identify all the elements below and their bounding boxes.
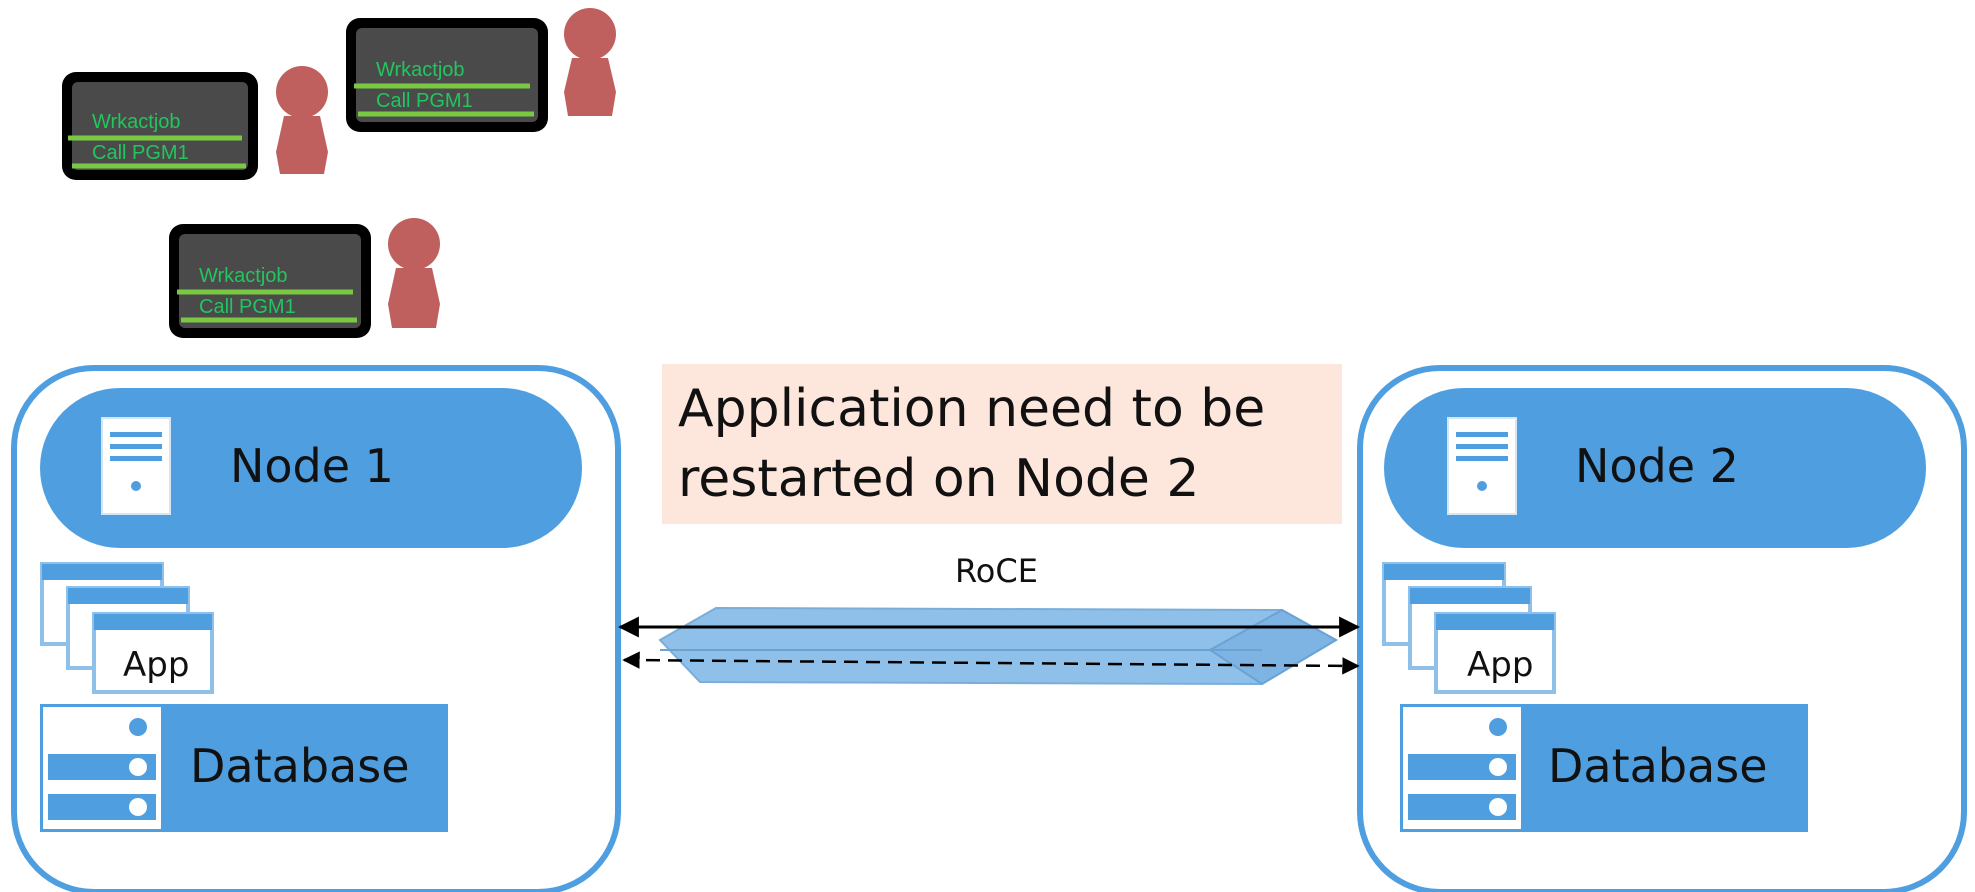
server-icon (1447, 417, 1517, 515)
note-line-2: restarted on Node 2 (678, 449, 1200, 509)
user-icon (388, 218, 440, 328)
terminal-2: Wrkactjob Call PGM1 (346, 18, 548, 132)
app-windows: App (40, 562, 214, 694)
terminal-screen (72, 82, 248, 170)
terminal-3: Wrkactjob Call PGM1 (169, 224, 371, 338)
terminal-line-1: Wrkactjob (92, 111, 181, 133)
user-icon (564, 8, 616, 116)
app-label: App (1467, 645, 1533, 685)
app-label: App (123, 645, 189, 685)
terminal-line-1: Wrkactjob (376, 59, 465, 81)
node-title: Node 1 (230, 439, 394, 493)
terminal-screen (356, 28, 538, 122)
restart-note: Application need to be restarted on Node… (662, 364, 1342, 524)
terminal-line-1: Wrkactjob (199, 265, 288, 287)
terminal-screen (179, 234, 361, 328)
server-icon (101, 417, 171, 515)
terminal-line-2: Call PGM1 (92, 142, 189, 164)
database-label: Database (190, 739, 410, 793)
note-box (662, 364, 1342, 524)
terminal-line-2: Call PGM1 (199, 296, 296, 318)
user-icon (276, 66, 328, 174)
link-label: RoCE (955, 552, 1038, 590)
database-label: Database (1548, 739, 1768, 793)
database-block: Database (40, 704, 448, 832)
terminal-1: Wrkactjob Call PGM1 (62, 72, 258, 180)
node-2: Node 2 App Database (1357, 365, 1967, 892)
database-block: Database (1400, 704, 1808, 832)
link-arrow-dashed (622, 651, 1360, 675)
app-windows: App (1382, 562, 1556, 694)
node-title: Node 2 (1575, 439, 1739, 493)
note-line-1: Application need to be (678, 379, 1265, 439)
node-header (40, 388, 582, 548)
node-header (1384, 388, 1926, 548)
node-1: Node 1 App Database (11, 365, 621, 892)
terminal-line-2: Call PGM1 (376, 90, 473, 112)
roce-link: RoCE (617, 552, 1361, 686)
